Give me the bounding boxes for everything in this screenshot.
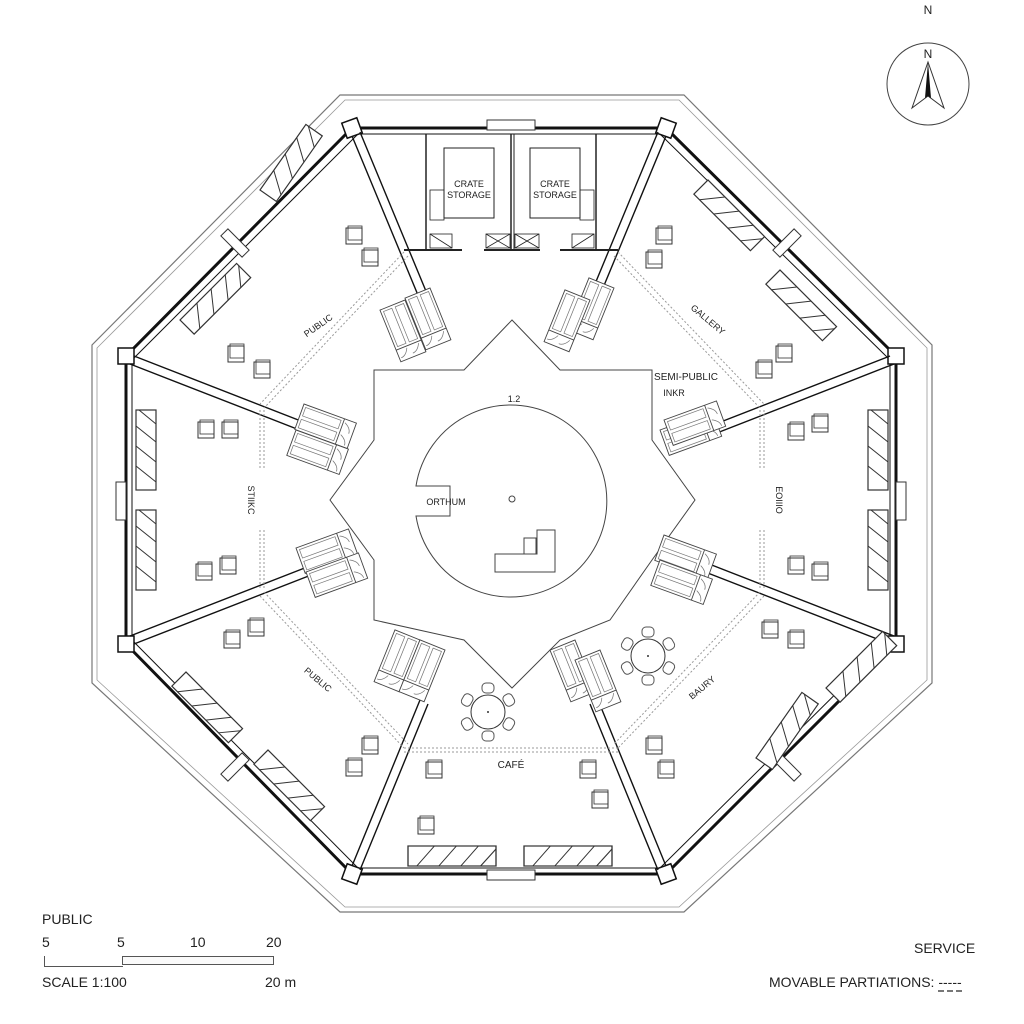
- scale-tick-3: 20: [266, 934, 282, 950]
- scale-label: SCALE 1:100: [42, 974, 127, 990]
- chairs: [195, 225, 829, 835]
- room-label-west: STIIKC: [246, 485, 256, 515]
- north-label-inner: N: [924, 47, 933, 61]
- outer-boundary: [91, 94, 933, 913]
- scale-bar-right-segment: [122, 956, 274, 965]
- scale-tick-1: 5: [117, 934, 125, 950]
- legend-service-label: SERVICE: [914, 940, 976, 956]
- scale-bar-left-segment: [44, 956, 123, 967]
- movable-partitions: [259, 251, 765, 753]
- atrium-dimension: 1.2: [508, 394, 521, 404]
- north-arrow: N N: [886, 3, 970, 126]
- scale-tick-0: 5: [42, 934, 50, 950]
- scale-tick-2: 10: [190, 934, 206, 950]
- atrium-stair: [494, 529, 556, 573]
- crate-storage-left-line2: STORAGE: [447, 190, 491, 200]
- entrance-doors: [115, 119, 907, 881]
- columns: [117, 116, 905, 886]
- crate-storage-right-line1: CRATE: [540, 179, 570, 189]
- room-label-cafe: CAFÉ: [498, 758, 525, 771]
- scale-bar: [44, 956, 276, 968]
- north-label-outer: N: [924, 3, 933, 17]
- crate-storage-block: [404, 134, 618, 251]
- room-label-semi-public: SEMI-PUBLIC: [654, 372, 718, 383]
- crate-storage-right-line2: STORAGE: [533, 190, 577, 200]
- scale-end-label: 20 m: [265, 974, 297, 990]
- room-label-gallery-se: BAURY: [687, 674, 717, 701]
- legend-public-label: PUBLIC: [42, 911, 93, 927]
- radial-walls: [129, 131, 895, 871]
- atrium-label: ORTHUM: [426, 497, 465, 507]
- movable-partitions-symbol: -----: [938, 974, 962, 992]
- central-atrium-star: [329, 319, 696, 689]
- atrium-circle: [415, 404, 608, 598]
- movable-partitions-label: MOVABLE PARTIATIONS:: [769, 974, 935, 990]
- room-label-semi-public-sub: INKR: [663, 388, 685, 398]
- crate-storage-left-line1: CRATE: [454, 179, 484, 189]
- atrium-center-point: [508, 495, 516, 503]
- room-label-east: EOIIIO: [774, 486, 784, 514]
- room-label-public-nw: PUBLIC: [302, 312, 335, 339]
- room-label-gallery-ne: GALLERY: [689, 303, 727, 337]
- legend-movable-partitions: MOVABLE PARTIATIONS: -----: [769, 974, 962, 992]
